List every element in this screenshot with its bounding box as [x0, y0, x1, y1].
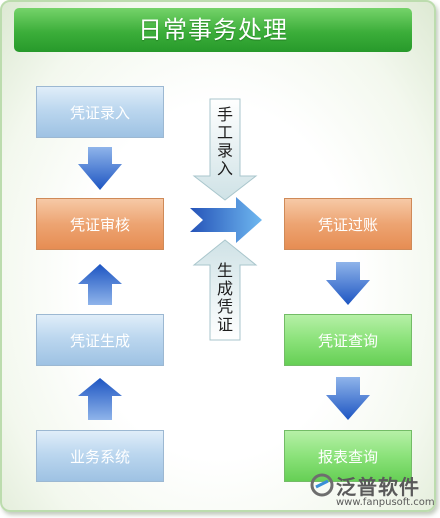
node-voucher-generate: 凭证生成: [36, 314, 164, 366]
logo-icon: [310, 473, 334, 497]
note-char: 成: [216, 279, 233, 298]
note-char: 录: [216, 141, 233, 160]
node-voucher-posting: 凭证过账: [284, 198, 412, 250]
arrow-down-query-to-report: [326, 377, 370, 420]
arrow-up-generate-to-audit: [78, 264, 122, 305]
note-generate-voucher: 生 成 凭 证: [215, 262, 235, 334]
arrow-up-generate-voucher: [192, 239, 258, 341]
logo-url: www.fanpusoft.com: [336, 497, 435, 508]
node-business-system: 业务系统: [36, 430, 164, 482]
note-char: 手: [216, 105, 233, 124]
arrow-up-business-to-generate: [78, 378, 122, 420]
arrow-down-posting-to-query: [326, 262, 370, 305]
note-char: 入: [216, 159, 233, 178]
arrow-down-entry-to-audit: [78, 147, 122, 190]
node-voucher-audit: 凭证审核: [36, 198, 164, 250]
node-voucher-entry: 凭证录入: [36, 86, 164, 138]
logo-name: 泛普软件: [336, 475, 420, 499]
note-char: 生: [216, 261, 233, 280]
node-voucher-query: 凭证查询: [284, 314, 412, 366]
page-title: 日常事务处理: [14, 8, 412, 52]
note-char: 证: [216, 315, 233, 334]
note-char: 凭: [216, 297, 233, 316]
node-report-query: 报表查询: [284, 430, 412, 482]
arrow-right-audit-to-posting: [190, 197, 262, 243]
note-manual-entry: 手 工 录 入: [215, 106, 235, 178]
arrow-down-manual-entry: [192, 98, 258, 201]
note-char: 工: [216, 123, 233, 142]
